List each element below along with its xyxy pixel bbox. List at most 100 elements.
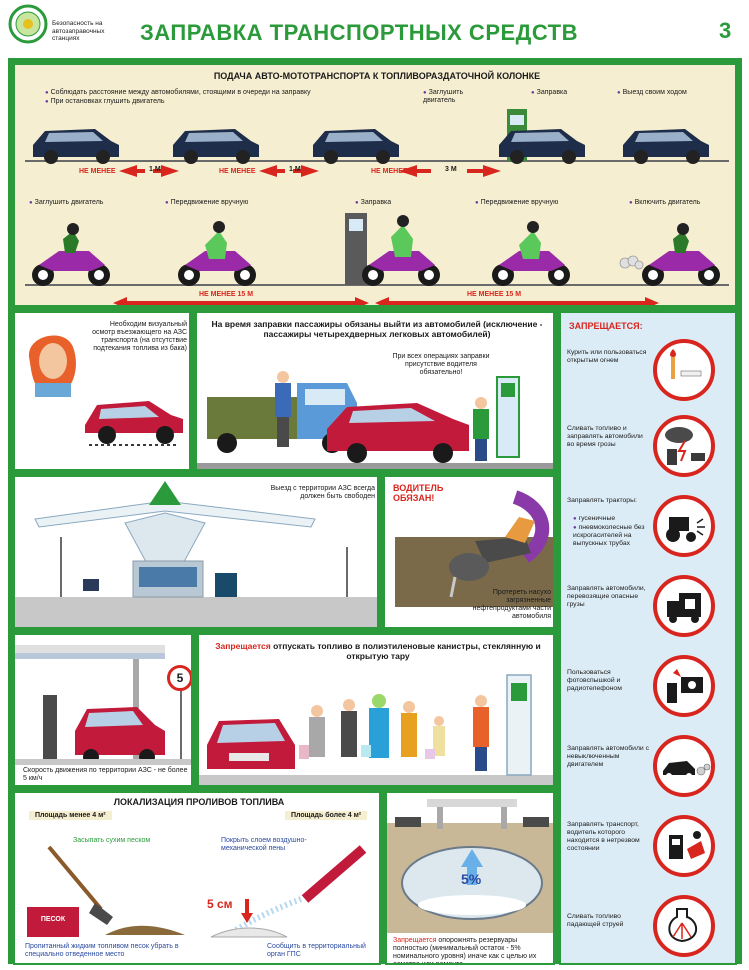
prohibited-text-tractors: Заправлять тракторы: — [567, 497, 637, 504]
spill-title: ЛОКАЛИЗАЦИЯ ПРОЛИВОВ ТОПЛИВА — [113, 797, 285, 807]
poster-frame: ПОДАЧА АВТО-МОТОТРАНСПОРТА К ТОПЛИВОРАЗД… — [8, 58, 742, 965]
passengers-title: На время заправки пассажиры обязаны выйт… — [211, 319, 543, 339]
note-moto-engine-off: Заглушить двигатель — [29, 199, 139, 207]
sedan-front-icon — [207, 719, 295, 769]
tank-panel: 5% Запрещается опорожнять резервуары пол… — [385, 791, 555, 965]
car-gap-arrows — [119, 165, 501, 177]
tank-percent-label: 5% — [461, 871, 482, 887]
containers-panel: Запрещается отпускать топливо в полиэтил… — [197, 633, 555, 787]
spill-illustration — [27, 845, 367, 938]
prohibited-text-tracked: гусеничные — [573, 515, 651, 523]
tank-prefix: Запрещается — [393, 937, 437, 944]
car-gap-label-3: НЕ МЕНЕЕ — [371, 168, 408, 175]
prohibited-item-drunk: Заправлять транспорт, водитель которого … — [561, 815, 735, 895]
small-car-icon-2 — [523, 817, 549, 827]
car-gap-value-2: 1 М — [289, 166, 301, 173]
small-area-label: Площадь менее 4 м² — [29, 811, 112, 820]
page-title: ЗАПРАВКА ТРАНСПОРТНЫХ СРЕДСТВ — [140, 20, 579, 45]
exhaust-smoke-icon — [619, 255, 644, 270]
people-with-canisters-icon — [299, 694, 445, 759]
sand-box-label: ПЕСОК — [40, 916, 66, 923]
canopy-car-illustration — [15, 645, 191, 765]
passengers-panel: На время заправки пассажиры обязаны выйт… — [195, 311, 555, 471]
queue-with-containers-illustration — [199, 674, 553, 785]
prohibited-text-wheeled: пневмоколесные без искрогасителей на вып… — [573, 524, 651, 548]
car-icon-2 — [173, 129, 259, 164]
fuel-pump-icon-4 — [506, 674, 532, 776]
foam-instruction: Покрыть слоем воздушно-механической пены — [221, 837, 307, 852]
gas-station-illustration — [15, 481, 377, 627]
note-moto-engine-on: Включить двигатель — [629, 199, 729, 207]
speed-panel: 5 Скорость движения по территории АЗС - … — [13, 633, 193, 787]
tractor-icon — [653, 495, 715, 557]
prohibited-text-drunk: Заправлять транспорт, водитель которого … — [567, 821, 640, 852]
prohibited-item-hazard: Заправлять автомобили, перевозящие опасн… — [561, 575, 735, 655]
cigarette-match-icon — [653, 339, 715, 401]
speed-limit-sign: 5 — [167, 665, 191, 691]
drunk-driver-icon — [653, 815, 715, 877]
exit-free-panel: Выезд с территории АЗС всегда должен быт… — [13, 475, 379, 629]
queue-title: ПОДАЧА АВТО-МОТОТРАНСПОРТА К ТОПЛИВОРАЗД… — [213, 71, 541, 81]
fuel-pump-icon-2 — [345, 213, 367, 285]
page-number: 3 — [719, 18, 732, 43]
small-car-icon-1 — [395, 817, 421, 827]
car-icon-5 — [623, 129, 709, 164]
organization-label: Безопасность на автозаправочных станциях — [52, 20, 105, 42]
underground-tank-illustration — [387, 799, 553, 933]
prohibited-item-stream: Сливать топливо падающей струей — [561, 895, 735, 963]
driver-must-panel: ВОДИТЕЛЬ ОБЯЗАН! Протереть насухо загряз… — [383, 475, 555, 629]
fuel-pump-icon-3 — [496, 376, 520, 458]
hazard-truck-icon — [653, 575, 715, 637]
prohibited-item-tractors: Заправлять тракторы: гусеничные пневмоко… — [561, 495, 735, 575]
camera-phone-icon — [653, 655, 715, 717]
car-gap-label-1: НЕ МЕНЕЕ — [79, 168, 116, 175]
note-moto-refuel: Заправка — [355, 199, 435, 207]
attendant-stop-icon — [473, 695, 489, 771]
note-moto-push-1: Передвижение вручную — [165, 199, 275, 207]
car-icon-4 — [499, 129, 585, 164]
report-text: Сообщить в территориальный орган ГПС — [267, 943, 366, 958]
car-queue-illustration — [25, 109, 729, 177]
moto-queue-illustration — [25, 213, 729, 305]
prohibited-item-smoking: Курить или пользоваться открытым огнем — [561, 335, 735, 415]
containers-prefix: Запрещается — [215, 641, 271, 651]
thunderstorm-icon — [653, 415, 715, 477]
prohibited-item-engine: Заправлять автомобили с невыключенным дв… — [561, 735, 735, 815]
prohibited-text-engine: Заправлять автомобили с невыключенным дв… — [567, 745, 650, 768]
exit-free-text: Выезд с территории АЗС всегда должен быт… — [270, 485, 375, 500]
car-gap-label-2: НЕ МЕНЕЕ — [219, 168, 256, 175]
speed-limit-value: 5 — [176, 671, 184, 685]
red-suv-icon — [85, 401, 183, 446]
moto-gap-arrows — [113, 297, 659, 305]
car-icon-1 — [33, 129, 119, 164]
shovel-icon — [47, 845, 113, 925]
prohibited-text-stream: Сливать топливо падающей струей — [567, 913, 624, 928]
red-car-icon — [327, 403, 469, 463]
note-keep-distance: Соблюдать расстояние между автомобилями,… — [45, 89, 375, 97]
sand-instruction: Засыпать сухим песком — [73, 837, 151, 844]
running-car-icon — [653, 735, 715, 797]
queue-panel: ПОДАЧА АВТО-МОТОТРАНСПОРТА К ТОПЛИВОРАЗД… — [13, 63, 737, 307]
motorcycle-icon-4 — [492, 221, 570, 286]
depth-label: 5 см — [207, 897, 233, 911]
passenger-figure-icon — [275, 371, 291, 447]
car-gap-value-1: 1 М — [149, 166, 161, 173]
spill-panel: ЛОКАЛИЗАЦИЯ ПРОЛИВОВ ТОПЛИВА Площадь мен… — [13, 791, 381, 965]
car-icon-3 — [313, 129, 399, 164]
prohibited-item-camera: Пользоваться фотовспышкой и радиотелефон… — [561, 655, 735, 735]
note-car-engine-off: Заглушить двигатель — [423, 89, 483, 105]
large-area-label: Площадь более 4 м² — [285, 811, 368, 820]
passengers-illustration — [197, 371, 553, 469]
inspection-panel: Необходим визуальный осмотр въезжающего … — [13, 311, 191, 471]
motorcycle-icon-3 — [362, 215, 440, 286]
sand-disposal-text: Пропитанный жидким топливом песок убрать… — [25, 943, 179, 958]
motorcycle-icon-5 — [642, 223, 720, 286]
page-header: Безопасность на автозаправочных станциях… — [0, 0, 749, 58]
inspector-woman-icon — [28, 335, 76, 397]
car-gap-value-3: 3 М — [445, 166, 457, 173]
moto-gap-label-1: НЕ МЕНЕЕ 15 М — [195, 291, 258, 298]
prohibited-text-camera: Пользоваться фотовспышкой и радиотелефон… — [567, 669, 622, 692]
prohibited-text-hazard: Заправлять автомобили, перевозящие опасн… — [567, 585, 646, 608]
foam-nozzle-icon — [229, 845, 367, 936]
driver-presence-note: При всех операциях заправки присутствие … — [392, 353, 490, 376]
